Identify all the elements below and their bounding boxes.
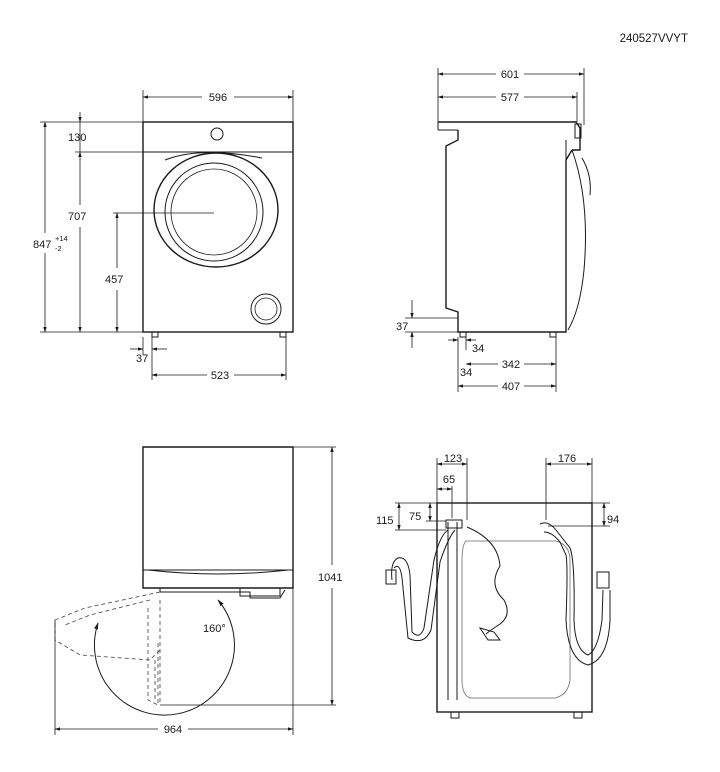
rear-foot-right — [573, 711, 583, 719]
front-height-tol-lower: -2 — [55, 244, 62, 253]
reference-code: 240527VVYT — [620, 33, 688, 45]
power-cord — [466, 526, 508, 635]
top-door-handle — [239, 587, 281, 597]
drain-offset-label: 123 — [444, 453, 462, 465]
filter-cap — [250, 293, 282, 325]
door-hinge-curve — [164, 152, 263, 161]
door-angle-arc — [93, 599, 235, 716]
foot-span-label: 523 — [211, 370, 229, 382]
inlet-height-label: 94 — [607, 514, 619, 526]
drain-hose — [447, 522, 458, 700]
filter-cap-inner — [254, 297, 278, 321]
front-foot-left — [151, 331, 159, 338]
drain-hose-outer — [391, 529, 449, 636]
inlet-offset-label: 176 — [558, 453, 576, 465]
front-cabinet — [142, 121, 294, 333]
drain-hose-height-label: 75 — [409, 511, 421, 523]
door-open-depth-label: 964 — [164, 724, 182, 736]
drain-hose-offset-label: 65 — [443, 474, 455, 486]
top-door-curve — [147, 569, 289, 575]
inlet-hose-outer — [539, 522, 604, 656]
side-foot-height-label: 37 — [396, 321, 408, 333]
side-foot-back — [459, 331, 467, 338]
drain-hose-end — [385, 569, 397, 585]
top-view: 160° 1041 964 — [54, 446, 342, 736]
front-width-label: 596 — [209, 92, 227, 104]
side-foot-spacing-label: 342 — [502, 359, 520, 371]
rear-panel — [461, 540, 571, 699]
door-glass-outer — [164, 162, 264, 262]
drain-hose-inner — [393, 529, 456, 642]
door-glass-inner — [170, 168, 258, 256]
top-cabinet — [142, 446, 294, 589]
side-door-handle — [581, 157, 591, 196]
side-foot-offset-b-label: 34 — [460, 367, 472, 379]
open-door-side — [147, 608, 159, 706]
side-foot-front — [549, 331, 557, 338]
side-foot-offset-a-label: 34 — [472, 343, 484, 355]
drain-connector — [445, 519, 463, 529]
side-foot-to-back-label: 407 — [502, 381, 520, 393]
door-open-height-label: 1041 — [318, 572, 342, 584]
rear-cabinet — [436, 502, 593, 713]
side-overall-depth-label: 601 — [501, 69, 519, 81]
top-door-hinge — [159, 588, 286, 599]
front-height-label: 847 — [33, 239, 51, 251]
door-outer-ring — [153, 152, 279, 268]
rear-view: 123 65 176 115 75 94 — [376, 453, 619, 719]
side-knob — [574, 123, 582, 139]
open-door-outline — [54, 591, 161, 661]
front-view: 596 847 +14 -2 130 707 457 37 52 — [33, 90, 294, 382]
drain-height-label: 115 — [376, 515, 394, 527]
front-height-tol-upper: +14 — [55, 234, 68, 243]
side-cabinet — [445, 130, 573, 333]
side-body-depth-label: 577 — [501, 92, 519, 104]
side-top-plate — [438, 121, 581, 151]
foot-inset-label: 37 — [136, 353, 148, 365]
top-offset-label: 130 — [68, 132, 86, 144]
open-door-outline-inner — [64, 599, 151, 626]
inlet-hose-end — [596, 571, 610, 589]
program-knob — [210, 127, 224, 141]
door-center-height-label: 707 — [68, 211, 86, 223]
door-angle-label: 160° — [203, 623, 226, 635]
rear-foot-left — [450, 711, 460, 719]
side-door-bulge — [567, 149, 586, 331]
front-foot-right — [279, 331, 287, 338]
door-lower-height-label: 457 — [105, 274, 123, 286]
power-plug — [478, 627, 501, 641]
inlet-hose-inner — [543, 531, 611, 666]
side-view: 601 577 37 34 342 34 407 — [396, 68, 591, 393]
